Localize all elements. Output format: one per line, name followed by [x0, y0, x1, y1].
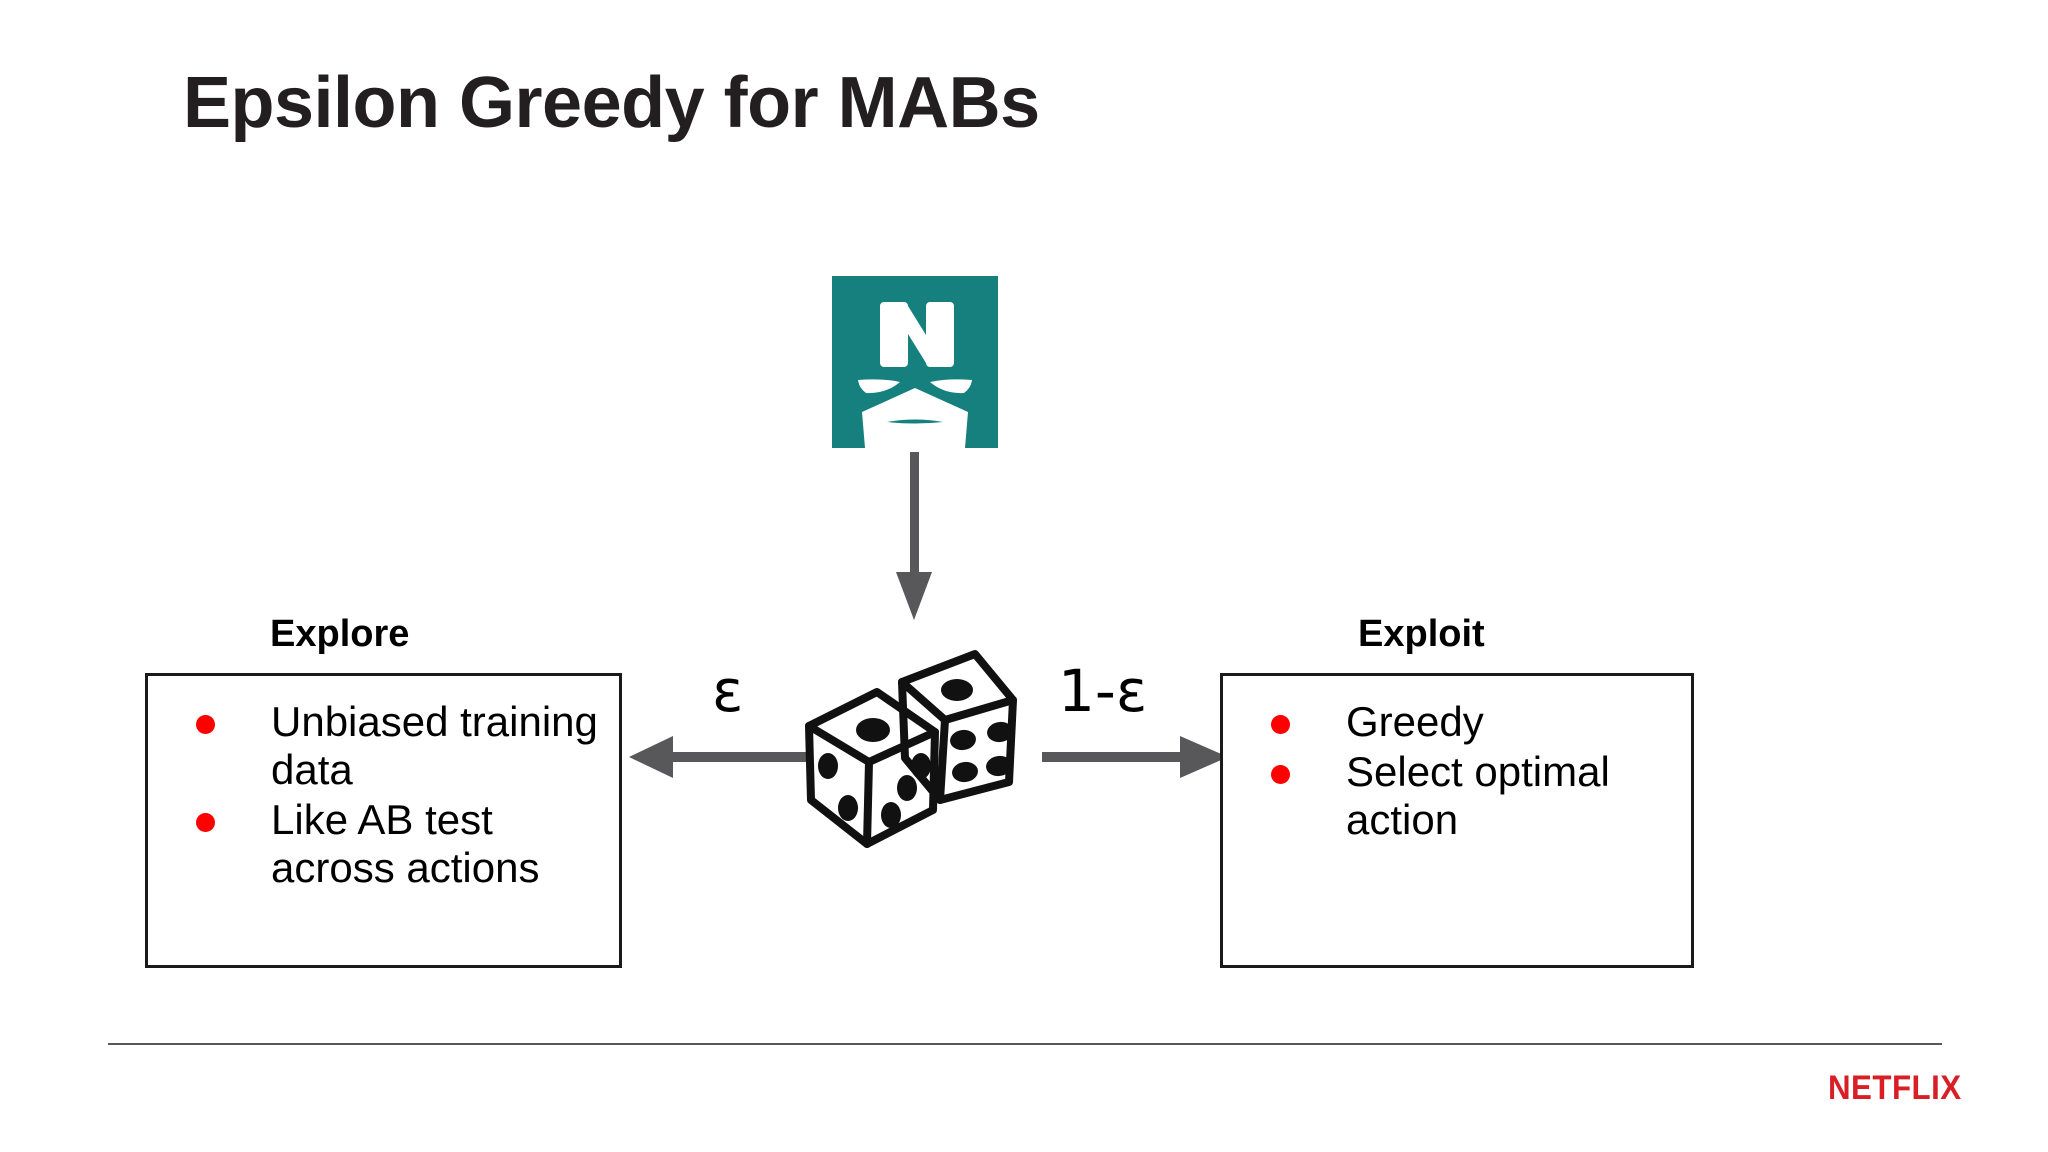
- bullet-dot-icon: [196, 812, 215, 832]
- arrow-left-icon: [627, 722, 807, 792]
- list-item: Like AB test across actions: [148, 796, 601, 892]
- branch-label-epsilon: ε: [712, 657, 744, 725]
- netflix-n-avatar-icon: [832, 276, 998, 448]
- explore-bullet-list: Unbiased training data Like AB test acro…: [148, 676, 619, 892]
- bullet-dot-icon: [1271, 715, 1290, 734]
- exploit-heading: Exploit: [1358, 613, 1485, 655]
- branch-label-one-minus-epsilon: 1-ε: [1058, 657, 1148, 725]
- arrow-right-icon: [1042, 722, 1232, 792]
- list-item: Unbiased training data: [148, 698, 601, 794]
- footer-divider: [108, 1043, 1942, 1045]
- explore-heading: Explore: [270, 613, 410, 655]
- dice-icon: [785, 640, 1050, 850]
- bullet-dot-icon: [1271, 764, 1290, 784]
- explore-bullet-text: Like AB test across actions: [271, 795, 540, 891]
- explore-bullet-text: Unbiased training data: [271, 698, 598, 793]
- arrow-down-icon: [890, 452, 938, 622]
- exploit-bullet-list: Greedy Select optimal action: [1223, 676, 1691, 844]
- netflix-wordmark-logo: NETFLIX: [1828, 1069, 1962, 1107]
- exploit-box: Greedy Select optimal action: [1220, 673, 1694, 968]
- exploit-bullet-text: Select optimal action: [1346, 747, 1610, 843]
- list-item: Select optimal action: [1223, 748, 1673, 844]
- bullet-dot-icon: [196, 715, 215, 734]
- list-item: Greedy: [1223, 698, 1673, 746]
- explore-box: Unbiased training data Like AB test acro…: [145, 673, 622, 968]
- exploit-bullet-text: Greedy: [1346, 698, 1484, 745]
- page-title: Epsilon Greedy for MABs: [183, 63, 1040, 143]
